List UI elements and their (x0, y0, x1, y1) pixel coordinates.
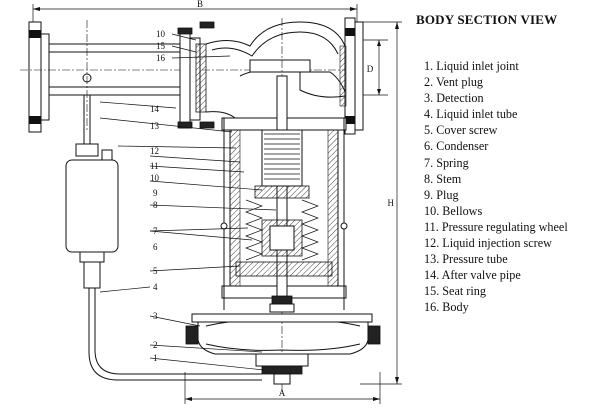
callout-1: 1 (153, 353, 158, 363)
callout-numbers: 10 15 16 14 13 12 11 10 9 8 7 6 5 4 3 2 … (150, 29, 166, 363)
bellows (264, 133, 300, 180)
callout-9: 9 (153, 188, 158, 198)
dimension-d-label: D (367, 64, 374, 74)
legend-item: 4. Liquid inlet tube (424, 107, 518, 122)
callout-7: 7 (153, 226, 158, 236)
dimension-a-label: A (279, 388, 286, 398)
stem-assembly (235, 75, 333, 313)
condenser (65, 95, 119, 289)
dimension-b-label: B (197, 0, 203, 9)
dimension-h: H (360, 21, 402, 385)
diaphragm-chamber (185, 313, 381, 385)
callout-8: 8 (153, 200, 158, 210)
legend-item: 12. Liquid injection screw (424, 236, 552, 251)
legend-item: 16. Body (424, 300, 469, 315)
legend-item: 3. Detection (424, 91, 484, 106)
section-drawing: B H D A (20, 0, 402, 404)
callout-5: 5 (153, 266, 158, 276)
dimension-h-label: H (388, 198, 395, 208)
dimension-b: B (32, 0, 358, 28)
callout-10: 10 (150, 173, 160, 183)
legend-item: 5. Cover screw (424, 123, 498, 138)
legend-item: 8. Stem (424, 171, 462, 186)
callout-top-10: 10 (156, 29, 166, 39)
spring-right (301, 199, 319, 261)
leader-lines (99, 33, 277, 371)
legend-item: 10. Bellows (424, 203, 483, 218)
callout-13: 13 (150, 121, 160, 131)
legend-item: 1. Liquid inlet joint (424, 59, 519, 73)
legend-item: 6. Condenser (424, 139, 489, 154)
parts-legend: 1. Liquid inlet joint 2. Vent plug 3. De… (424, 58, 568, 316)
legend-item: 14. After valve pipe (424, 268, 521, 283)
dimension-d: D (362, 39, 388, 96)
callout-2: 2 (153, 340, 158, 350)
valve-body (205, 17, 364, 390)
callout-4: 4 (153, 282, 158, 292)
legend-item: 9. Plug (424, 187, 459, 202)
legend-item: 2. Vent plug (424, 75, 484, 90)
seat-ring-flange (177, 21, 215, 129)
dimension-a: A (184, 372, 381, 404)
legend-item: 11. Pressure regulating wheel (424, 219, 568, 234)
legend-item: 7. Spring (424, 155, 469, 170)
legend-item: 13. Pressure tube (424, 252, 508, 267)
callout-3: 3 (153, 311, 158, 321)
callout-top-16: 16 (156, 53, 166, 63)
callout-12: 12 (150, 146, 159, 156)
legend-item: 15. Seat ring (424, 284, 486, 299)
callout-14: 14 (150, 104, 160, 114)
callout-11: 11 (150, 161, 159, 171)
callout-top-15: 15 (156, 41, 166, 51)
diagram-title: BODY SECTION VIEW (416, 12, 558, 27)
callout-6: 6 (153, 242, 158, 252)
liquid-inlet-tube (88, 288, 262, 381)
